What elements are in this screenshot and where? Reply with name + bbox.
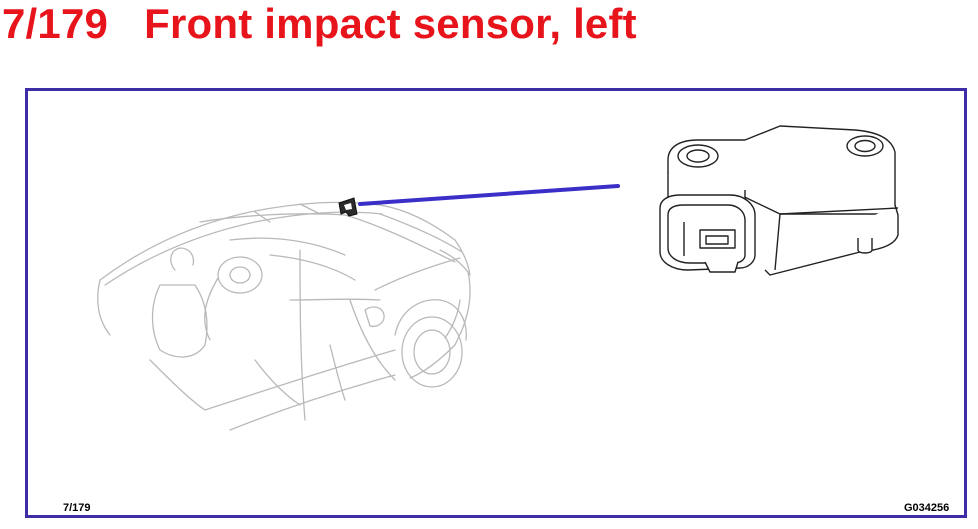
page-number: 7/179 bbox=[2, 0, 109, 47]
diagram-frame bbox=[25, 88, 967, 518]
graphic-id: G034256 bbox=[904, 502, 950, 514]
page-title: 7/179 Front impact sensor, left bbox=[2, 0, 637, 54]
leader-line bbox=[358, 184, 620, 206]
sensor-location-marker bbox=[338, 197, 358, 217]
car-illustration bbox=[97, 201, 471, 431]
footer-page-code: 7/179 bbox=[63, 502, 91, 514]
impact-sensor-illustration bbox=[659, 125, 899, 276]
title-text: Front impact sensor, left bbox=[144, 0, 637, 47]
